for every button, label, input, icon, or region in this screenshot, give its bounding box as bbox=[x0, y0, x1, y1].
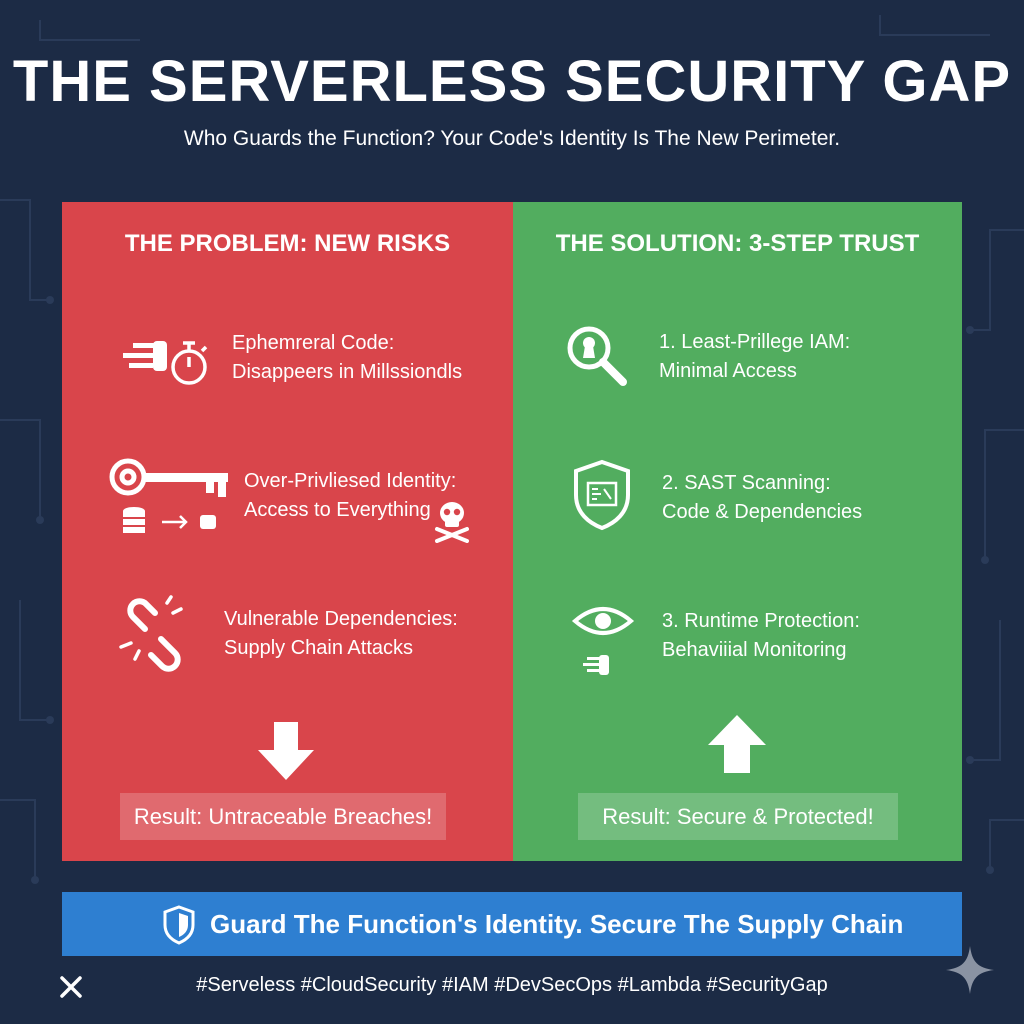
down-arrow-icon bbox=[258, 722, 314, 780]
problem-item-1-title: Ephemreral Code: bbox=[232, 332, 395, 354]
page-title: THE SERVERLESS SECURITY GAP bbox=[12, 49, 1012, 114]
problem-result: Result: Untraceable Breaches! bbox=[120, 793, 446, 840]
stopwatch-icon bbox=[123, 341, 208, 385]
solution-item-1-title: 1. Least-Prillege IAM: bbox=[659, 331, 851, 353]
broken-chain-icon bbox=[119, 595, 183, 672]
banner-text: Guard The Function's Identity. Secure Th… bbox=[210, 909, 904, 939]
solution-item-3-desc: Behaviiial Monitoring bbox=[662, 639, 847, 661]
shield-icon bbox=[163, 905, 195, 945]
skull-crossbones-icon bbox=[435, 502, 469, 543]
shield-code-icon bbox=[574, 459, 630, 531]
close-icon[interactable] bbox=[58, 974, 84, 1000]
solution-item-1-desc: Minimal Access bbox=[659, 360, 797, 382]
problem-item-ephemeral: Ephemreral Code: Disappeers in Millssion… bbox=[62, 327, 513, 397]
solution-item-runtime: 3. Runtime Protection: Behaviiial Monito… bbox=[513, 597, 962, 687]
solution-panel: THE SOLUTION: 3-STEP TRUST 1. Least-Pril… bbox=[513, 202, 962, 861]
solution-result: Result: Secure & Protected! bbox=[578, 793, 898, 840]
problem-heading: THE PROBLEM: NEW RISKS bbox=[124, 230, 451, 257]
hashtags: #Serveless #CloudSecurity #IAM #DevSecOp… bbox=[196, 974, 828, 996]
solution-heading: THE SOLUTION: 3-STEP TRUST bbox=[555, 230, 920, 257]
solution-item-3-title: 3. Runtime Protection: bbox=[662, 610, 860, 632]
problem-item-2-title: Over-Privliesed Identity: bbox=[244, 470, 457, 492]
eye-icon bbox=[571, 607, 635, 675]
bottom-banner: Guard The Function's Identity. Secure Th… bbox=[62, 892, 962, 956]
key-icon bbox=[109, 458, 228, 533]
magnifier-lock-icon bbox=[567, 326, 627, 386]
problem-item-identity: Over-Privliesed Identity: Access to Ever… bbox=[62, 455, 513, 545]
solution-item-2-title: 2. SAST Scanning: bbox=[662, 472, 831, 494]
problem-item-dependencies: Vulnerable Dependencies: Supply Chain At… bbox=[62, 595, 513, 680]
problem-panel: THE PROBLEM: NEW RISKS Ephemreral Code: … bbox=[62, 202, 513, 861]
problem-item-2-desc: Access to Everything bbox=[244, 499, 431, 521]
problem-item-1-desc: Disappeers in Millssiondls bbox=[232, 361, 463, 383]
problem-item-3-desc: Supply Chain Attacks bbox=[224, 637, 413, 659]
solution-item-sast: 2. SAST Scanning: Code & Dependencies bbox=[513, 457, 962, 537]
page-subtitle: Who Guards the Function? Your Code's Ide… bbox=[183, 127, 841, 150]
sparkle-icon bbox=[946, 946, 994, 994]
up-arrow-icon bbox=[708, 715, 766, 773]
solution-item-2-desc: Code & Dependencies bbox=[662, 501, 863, 523]
solution-item-iam: 1. Least-Prillege IAM: Minimal Access bbox=[513, 322, 962, 392]
problem-item-3-title: Vulnerable Dependencies: bbox=[224, 608, 458, 630]
